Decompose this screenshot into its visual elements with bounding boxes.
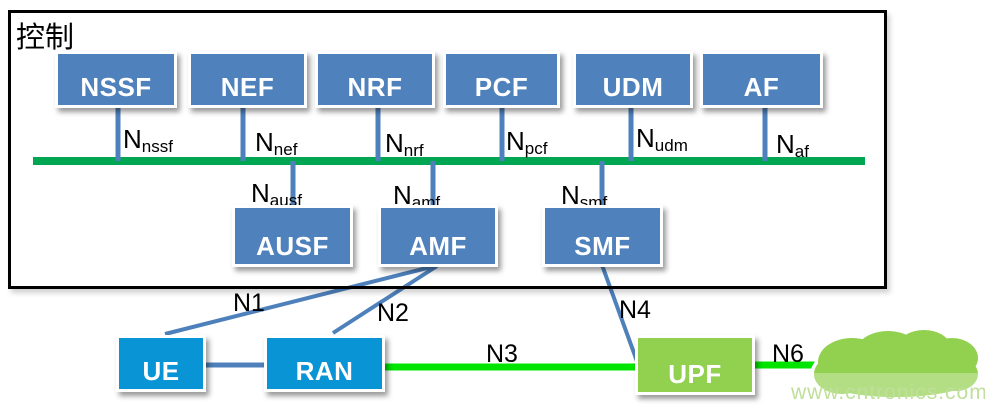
nf-box-ausf: AUSF xyxy=(232,205,353,267)
node-box-ue: UE xyxy=(116,335,206,392)
nf-box-nrf: NRF xyxy=(315,51,435,108)
nf-box-af: AF xyxy=(700,51,823,108)
interface-main: N xyxy=(251,178,270,208)
interface-main: N xyxy=(123,124,142,154)
link-label-n3: N3 xyxy=(486,340,518,368)
link-label-n1: N1 xyxy=(233,289,265,317)
interface-main: N xyxy=(636,123,655,153)
interface-sub: nef xyxy=(273,140,298,159)
link-label-n6: N6 xyxy=(772,340,804,368)
interface-sub: af xyxy=(794,142,809,161)
link-n2-amf-ran xyxy=(331,264,439,335)
nf-box-udm: UDM xyxy=(573,51,693,108)
interface-label-pcf: Npcf xyxy=(506,126,547,159)
interface-label-nef: Nnef xyxy=(255,127,297,160)
interface-main: N xyxy=(255,127,274,157)
link-n4-smf-upf xyxy=(600,264,640,365)
nf-box-amf: AMF xyxy=(378,205,498,267)
interface-sub: udm xyxy=(654,136,688,155)
control-plane-title: 控制 xyxy=(16,22,75,54)
watermark-text: www.cntronics.com xyxy=(791,381,985,404)
interface-main: N xyxy=(776,129,795,159)
link-label-n2: N2 xyxy=(377,299,409,327)
interface-label-udm: Nudm xyxy=(636,123,688,156)
node-box-ran: RAN xyxy=(264,335,385,392)
interface-main: N xyxy=(561,180,580,210)
data-network-cloud xyxy=(810,326,982,401)
nf-box-nef: NEF xyxy=(188,51,307,108)
interface-main: N xyxy=(393,180,412,210)
nf-box-smf: SMF xyxy=(542,205,663,267)
interface-label-af: Naf xyxy=(776,129,809,162)
interface-sub: pcf xyxy=(524,139,548,158)
interface-main: N xyxy=(506,126,525,156)
nf-box-pcf: PCF xyxy=(443,51,560,108)
interface-label-nrf: Nnrf xyxy=(385,128,424,161)
interface-sub: nrf xyxy=(403,141,424,160)
link-label-n4: N4 xyxy=(619,296,651,324)
interface-sub: nssf xyxy=(141,137,173,156)
node-box-upf: UPF xyxy=(635,335,755,395)
interface-main: N xyxy=(385,128,404,158)
interface-label-nssf: Nnssf xyxy=(123,124,173,157)
link-n1-amf-ue xyxy=(164,264,436,336)
nf-box-nssf: NSSF xyxy=(55,51,177,108)
